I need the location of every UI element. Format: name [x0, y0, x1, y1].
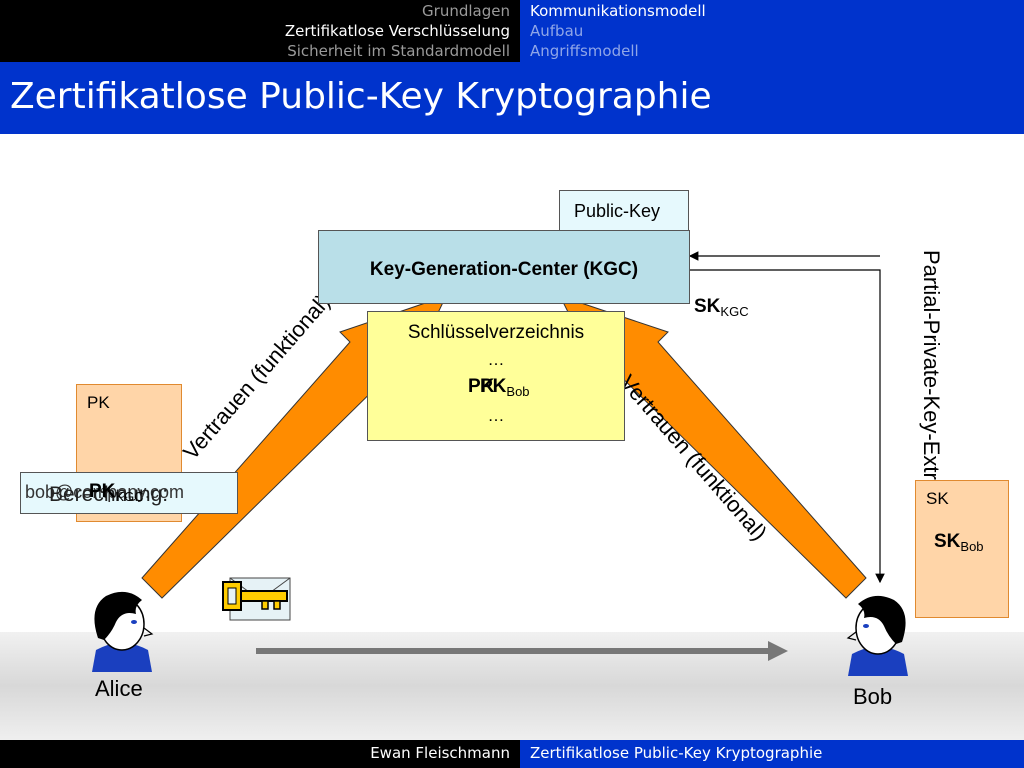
kgc-box: Key-Generation-Center (KGC)	[318, 230, 690, 304]
key-directory-title: Schlüsselverzeichnis	[407, 322, 585, 343]
bob-label: Bob	[853, 684, 893, 709]
page-title: Zertifikatlose Public-Key Kryptographie	[10, 76, 712, 117]
pk-calculation-subscript: KGC	[115, 489, 144, 504]
section-navigation: Grundlagen Zertifikatlose Verschlüsselun…	[0, 0, 1024, 62]
key-directory-entry-subscript: Bob	[506, 384, 530, 399]
nav-subsection-aufbau[interactable]: Aufbau	[530, 22, 584, 40]
nav-section-sicherheit[interactable]: Sicherheit im Standardmodell	[287, 42, 510, 60]
sk-kgc-label: SKKGC	[694, 296, 749, 319]
message-arrow-head	[768, 641, 788, 661]
key-directory-entry-main-a: PK	[468, 376, 495, 397]
partial-key-extract-label: Partial-Private-Key-Extract	[919, 250, 944, 510]
footer: Ewan Fleischmann Zertifikatlose Public-K…	[0, 740, 1024, 768]
nav-section-zertifikatlose-verschluesselung[interactable]: Zertifikatlose Verschlüsselung	[284, 22, 510, 40]
key-directory-dots-top: …	[487, 350, 505, 369]
pk-calculation-text: Berechnung:	[49, 483, 169, 506]
sk-box: SK SKBob	[915, 480, 1009, 618]
nav-sections: Grundlagen Zertifikatlose Verschlüsselun…	[0, 0, 520, 62]
alice-avatar-icon	[92, 591, 154, 672]
nav-subsections: Kommunikationsmodell Aufbau Angriffsmode…	[520, 0, 1024, 62]
sk-bob: SKBob	[934, 531, 984, 554]
nav-subsection-angriffsmodell[interactable]: Angriffsmodell	[530, 42, 639, 60]
public-key-tag: Public-Key	[559, 190, 689, 232]
nav-section-grundlagen[interactable]: Grundlagen	[422, 2, 510, 20]
sk-kgc-subscript: KGC	[720, 304, 749, 319]
nav-subsection-kommunikationsmodell[interactable]: Kommunikationsmodell	[530, 2, 706, 20]
sk-bob-main: SK	[934, 531, 961, 552]
key-directory-dots-bottom: …	[487, 406, 505, 425]
key-directory-entry: PKBob	[480, 376, 530, 399]
pk-email: bob@company.com	[25, 482, 185, 502]
footer-title-area: Zertifikatlose Public-Key Kryptographie	[520, 740, 1024, 768]
title-bar: Zertifikatlose Public-Key Kryptographie	[0, 62, 1024, 134]
footer-author: Ewan Fleischmann	[370, 744, 510, 762]
sk-kgc-main: SK	[694, 296, 721, 317]
pk-calculation-main: PK	[89, 481, 116, 502]
key-directory-entry-main-b: PK	[480, 376, 507, 397]
partial-key-line	[686, 269, 885, 584]
key-directory-box: Schlüsselverzeichnis … PK PKBob …	[367, 311, 625, 441]
footer-title: Zertifikatlose Public-Key Kryptographie	[530, 744, 823, 762]
encrypted-message-icon	[222, 577, 291, 621]
sk-bob-subscript: Bob	[960, 539, 984, 554]
footer-author-area: Ewan Fleischmann	[0, 740, 520, 768]
sk-box-label: SK	[926, 489, 949, 508]
pk-calculation-box: bob@company.com Berechnung: PKKGC	[20, 472, 238, 514]
pk-box-label: PK	[87, 393, 110, 412]
bob-avatar-icon	[846, 595, 908, 676]
pk-calculation-formula: PKKGC	[89, 481, 144, 504]
alice-label: Alice	[95, 676, 143, 701]
